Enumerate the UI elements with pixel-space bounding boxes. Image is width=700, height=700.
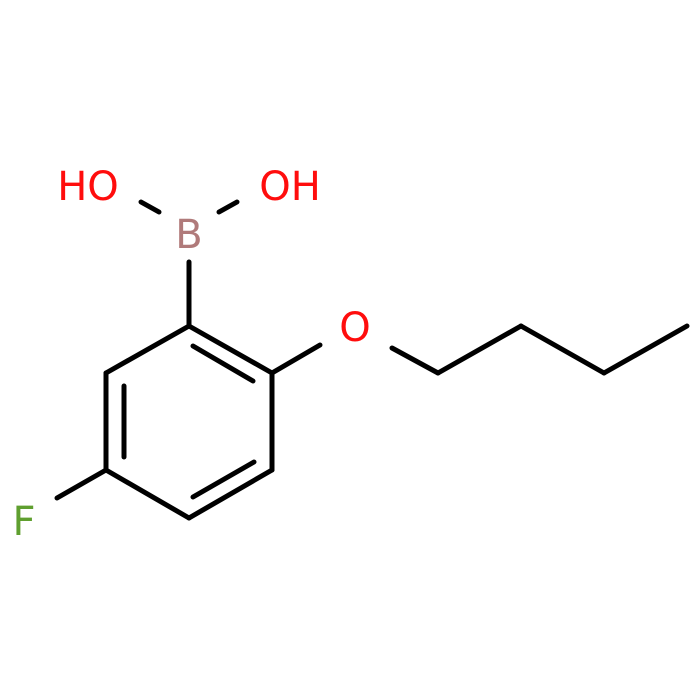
atom-label-oh: OH xyxy=(259,164,321,210)
bond-chain-c2-c3 xyxy=(518,323,607,376)
bond-ether-oxygen-c1 xyxy=(389,345,441,376)
ring-bond-c3-c4 xyxy=(186,467,275,521)
atom-label-ho: HO xyxy=(57,164,119,210)
butoxy-chain: O xyxy=(269,305,690,376)
atom-label-boron: B xyxy=(175,212,202,258)
bond-ring-fluorine xyxy=(54,467,109,501)
bond-chain-c1-c2 xyxy=(435,323,524,376)
atom-label-ether-oxygen: O xyxy=(339,305,370,351)
bond-boron-oh-left xyxy=(138,199,162,215)
atom-label-fluorine: F xyxy=(12,499,35,545)
bond-chain-c3-c4 xyxy=(601,323,690,376)
benzene-ring xyxy=(103,323,275,521)
ring-bond-c1-c2 xyxy=(186,323,275,376)
ring-bond-c4-c5 xyxy=(103,467,192,521)
fluoro-substituent: F xyxy=(12,467,109,545)
ring-bond-c6-c1 xyxy=(103,323,192,376)
bond-boron-oh-right xyxy=(216,199,240,215)
bond-ring-ether-oxygen xyxy=(269,342,323,376)
ring-double-bond-inner-2 xyxy=(190,459,257,500)
boronic-acid-group: HO OH B xyxy=(57,164,321,329)
ring-double-bond-inner-1 xyxy=(190,343,256,384)
